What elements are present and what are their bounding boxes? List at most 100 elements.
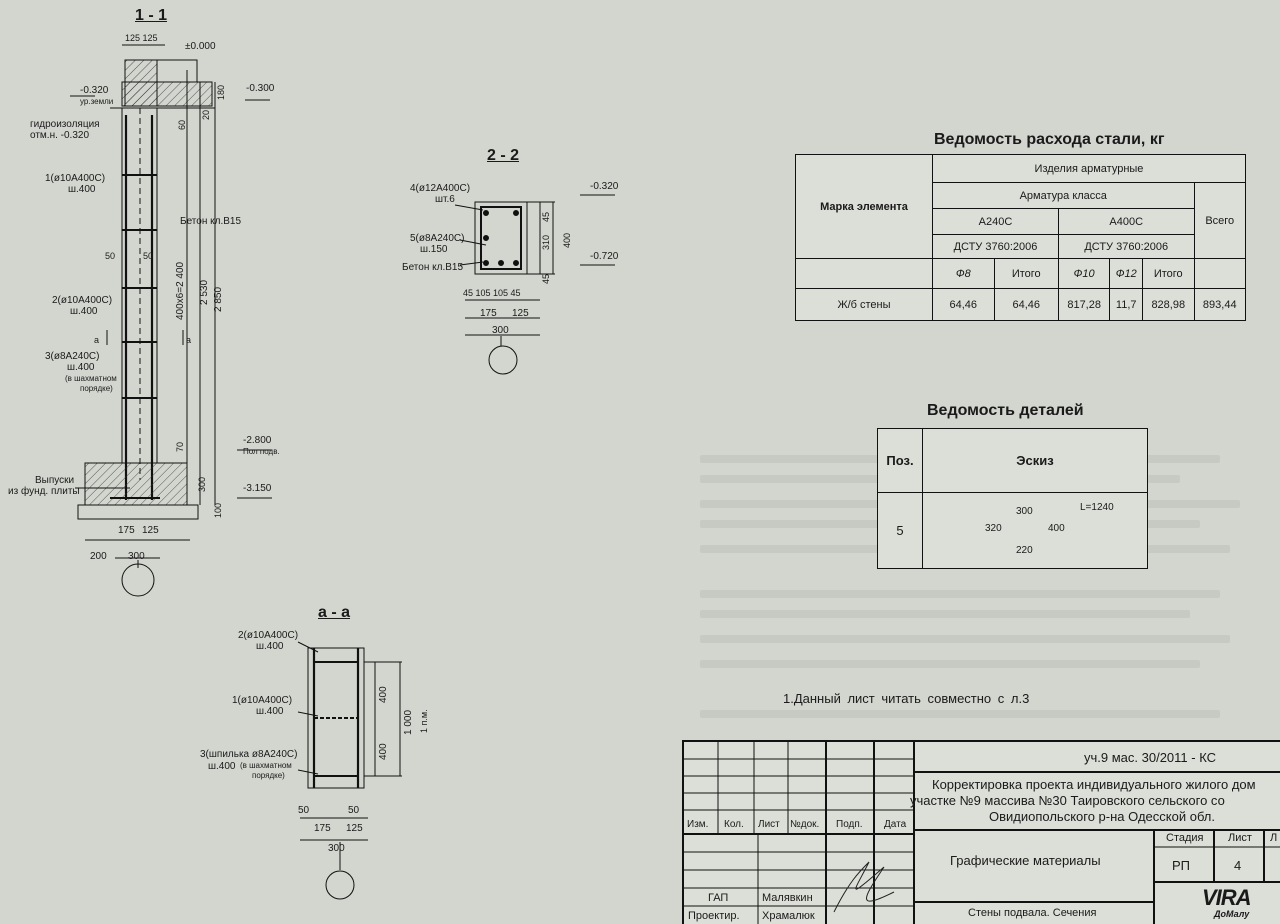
dim-400-2-2: 400	[562, 232, 572, 248]
waterproofing-label: гидроизоляция	[30, 119, 100, 130]
level-minus-0320-b: -0.320	[590, 181, 619, 192]
steel-consumption-table: Марка элемента Изделия арматурные Армату…	[795, 154, 1246, 321]
callout-aa-2-spacing: ш.400	[256, 641, 284, 652]
section-name: Графические материалы	[950, 853, 1101, 868]
dim-175-aa: 175	[314, 823, 331, 834]
callout-2-bar: 2(ø10А400С)	[52, 295, 113, 306]
concrete-class-label: Бетон кл.В15	[180, 216, 242, 227]
title-block: уч.9 мас. 30/2011 - КС Корректировка про…	[682, 740, 1280, 924]
dim-2530: 2 530	[199, 279, 210, 305]
callout-aa-1-bar: 1(ø10А400С)	[232, 695, 293, 706]
header-a240: А240С	[932, 208, 1059, 235]
dim-175-2-2: 175	[480, 308, 497, 319]
header-f8: Ф8	[932, 258, 995, 289]
callout-4-bar: 4(ø12А400С)	[410, 183, 471, 194]
callout-aa-2-bar: 2(ø10А400С)	[238, 630, 299, 641]
stage-header: Стадия	[1166, 832, 1204, 844]
header-sketch: Эскиз	[922, 428, 1148, 493]
callout-3-note-1: (в шахматном	[65, 374, 117, 383]
dim-400-aa-bottom: 400	[378, 743, 389, 760]
project-line-3: Овидиопольского р-на Одесской обл.	[989, 809, 1216, 824]
dim-50-aa-left: 50	[298, 805, 310, 816]
company-logo-sub: ДоМалу	[1214, 909, 1250, 919]
cell-f12: 11,7	[1109, 288, 1144, 321]
dim-45-bottom: 45	[541, 273, 551, 284]
header-class: Арматура класса	[932, 182, 1195, 209]
header-itogo-2: Итого	[1142, 258, 1195, 289]
dim-1pm: 1 п.м.	[419, 709, 429, 733]
project-line-1: Корректировка проекта индивидуального жи…	[932, 777, 1256, 792]
cell-itogo-1: 64,46	[993, 288, 1059, 321]
sheets-header: Л	[1270, 832, 1278, 844]
steel-table-title: Ведомость расхода стали, кг	[934, 131, 1165, 148]
table-row: Ж/б стены 64,46 64,46 817,28 11,7 828,98…	[795, 288, 1246, 321]
callout-1-spacing: ш.400	[68, 184, 96, 195]
dim-20: 20	[201, 109, 211, 120]
dim-2850: 2 850	[213, 286, 224, 312]
header-total: Всего	[1193, 182, 1246, 259]
section-mark-a-left: a	[94, 335, 100, 345]
callout-2-spacing: ш.400	[70, 306, 98, 317]
cell-sketch	[922, 492, 1148, 569]
dim-125-aa: 125	[346, 823, 363, 834]
dim-60: 60	[177, 119, 187, 130]
sheet-note: 1.Данный лист читать совместно с л.3	[783, 691, 1030, 706]
concrete-class-label-2: Бетон кл.В15	[402, 262, 464, 273]
header-f10: Ф10	[1057, 258, 1111, 289]
sketch-length: L=1240	[1080, 502, 1114, 513]
dim-200: 200	[90, 551, 107, 562]
col-list: Лист	[758, 819, 780, 830]
dim-bottom-chain: 45 105 105 45	[463, 288, 521, 298]
callout-1-bar: 1(ø10А400С)	[45, 173, 106, 184]
header-products: Изделия арматурные	[932, 154, 1246, 183]
header-a400: А400С	[1057, 208, 1195, 235]
dim-50-aa-right: 50	[348, 805, 360, 816]
col-kol: Кол.	[724, 819, 744, 830]
col-ndok: №док.	[790, 819, 820, 830]
outlets-label-1: Выпуски	[35, 475, 75, 486]
dim-180: 180	[216, 84, 226, 100]
callout-aa-3-note-2: порядке)	[252, 771, 285, 780]
project-line-2: участке №9 массива №30 Таировского сельс…	[910, 793, 1225, 808]
name-designer: Храмалюк	[762, 910, 815, 922]
level-zero: ±0.000	[185, 41, 216, 52]
level-minus-0720: -0.720	[590, 251, 619, 262]
header-empty	[795, 258, 933, 289]
dim-125: 125	[142, 525, 159, 536]
callout-5-bar: 5(ø8А240С)	[410, 233, 465, 244]
header-f12: Ф12	[1109, 258, 1144, 289]
dim-300-bottom: 300	[128, 551, 145, 562]
level-minus-3150: -3.150	[243, 483, 272, 494]
header-dstu-1: ДСТУ 3760:2006	[932, 234, 1059, 259]
header-element-mark: Марка элемента	[795, 154, 933, 259]
section-mark-a-right: a	[186, 335, 192, 345]
header-dstu-2: ДСТУ 3760:2006	[1057, 234, 1195, 259]
dim-1000: 1 000	[403, 709, 414, 735]
name-gap: Малявкин	[762, 892, 813, 904]
section-1-1-title: 1 - 1	[135, 7, 168, 24]
basement-floor-note: Пол подв.	[243, 447, 280, 456]
dim-50-left: 50	[105, 251, 116, 261]
details-table-title: Ведомость деталей	[927, 402, 1084, 419]
drawing-name: Стены подвала. Сечения	[968, 907, 1097, 919]
section-a-a-title: а - а	[318, 604, 351, 621]
dim-100: 100	[213, 502, 223, 518]
signature-scribble	[833, 861, 895, 913]
dim-50-right: 50	[143, 251, 154, 261]
callout-3-note-2: порядке)	[80, 384, 113, 393]
dim-400x6: 400x6=2 400	[175, 261, 186, 320]
callout-3-bar: 3(ø8А240С)	[45, 351, 100, 362]
outlets-label-2: из фунд. плиты	[8, 486, 80, 497]
row-label: Ж/б стены	[795, 288, 933, 321]
waterproofing-level: отм.н. -0.320	[30, 130, 90, 141]
callout-aa-1-spacing: ш.400	[256, 706, 284, 717]
drawing-code: уч.9 мас. 30/2011 - КС	[1084, 750, 1217, 765]
dim-70: 70	[175, 441, 185, 452]
callout-5-spacing: ш.150	[420, 244, 448, 255]
header-total-spacer	[1193, 258, 1246, 289]
col-podp: Подп.	[836, 819, 863, 830]
sheet-value: 4	[1234, 858, 1242, 873]
callout-aa-3-spacing: ш.400	[208, 761, 236, 772]
